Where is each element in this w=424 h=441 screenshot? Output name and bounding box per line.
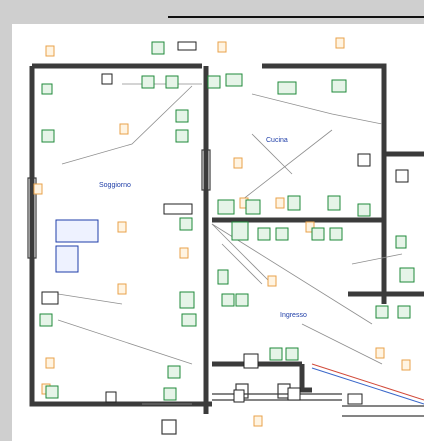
wire-3 xyxy=(251,93,383,125)
wall-entry-step xyxy=(299,364,312,393)
plan-drawing xyxy=(27,37,424,435)
wire-9 xyxy=(221,243,263,285)
electrical-panels xyxy=(55,219,99,273)
wire-red xyxy=(311,363,424,401)
wire-4 xyxy=(241,129,333,201)
header-strip xyxy=(0,0,424,24)
room-name-cucina: Cucina xyxy=(266,137,288,144)
black-symbols xyxy=(41,41,409,405)
floor-plan-canvas: Soggiorno Cucina Ingresso xyxy=(12,24,424,441)
wire-blue xyxy=(311,367,424,405)
room-name-soggiorno: Soggiorno xyxy=(99,182,131,189)
wire-10 xyxy=(301,323,383,365)
window-left xyxy=(27,177,37,259)
panel-soggiorno-1 xyxy=(55,219,99,243)
wire-5 xyxy=(211,223,273,285)
symbols-orange xyxy=(33,37,411,427)
wire-6 xyxy=(211,223,373,325)
symbols-green xyxy=(39,41,415,401)
wire-13 xyxy=(251,133,293,175)
room-label-ingresso: Ingresso xyxy=(280,312,307,319)
room-label-cucina: Cucina xyxy=(266,137,288,144)
room-name-ingresso: Ingresso xyxy=(280,312,307,319)
wire-8 xyxy=(57,319,193,365)
room-label-soggiorno: Soggiorno xyxy=(99,182,131,189)
wall-top-right xyxy=(262,63,387,154)
wire-1 xyxy=(61,85,193,165)
box-bottom xyxy=(161,419,177,435)
panel-soggiorno-2 xyxy=(55,245,79,273)
door-frame-center xyxy=(201,149,211,191)
wiring xyxy=(57,83,403,405)
header-rule xyxy=(168,2,424,18)
wire-7 xyxy=(57,293,123,305)
wire-12 xyxy=(351,253,403,265)
